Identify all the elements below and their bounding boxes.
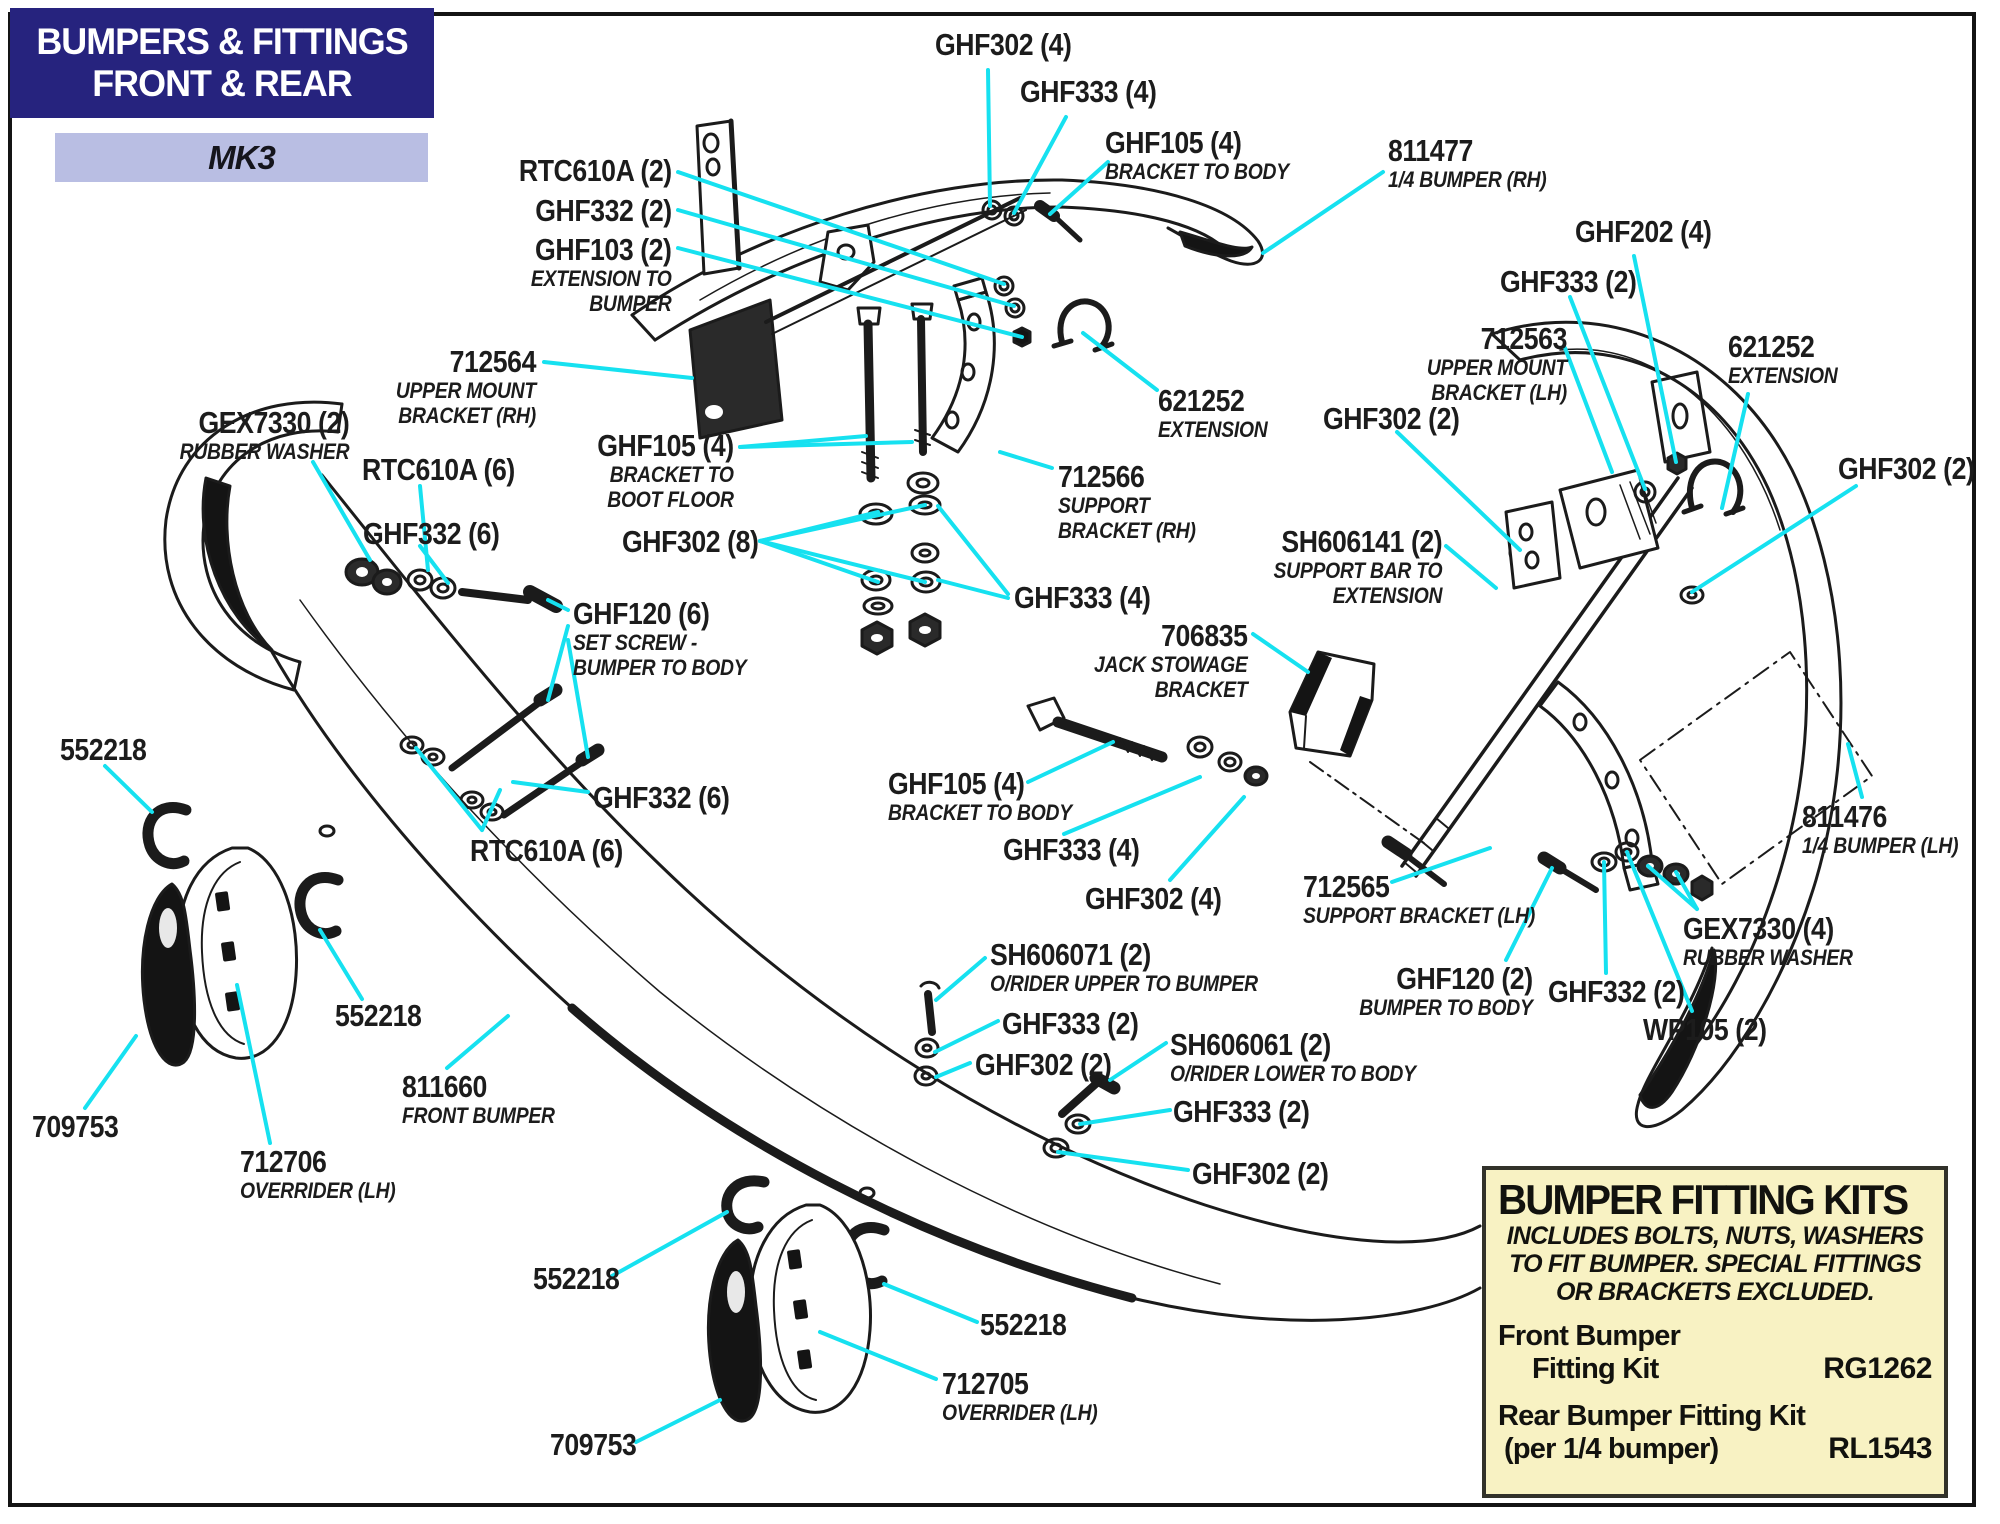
page-title-line2: FRONT & REAR (92, 63, 352, 104)
leader-line-712566 (998, 450, 1054, 470)
leader-line-712705 (818, 1330, 938, 1381)
leader-line-ghf120-6 (566, 638, 590, 759)
leader-line-621252-r (1720, 392, 1750, 510)
kit-item-1: Rear Bumper Fitting Kit(per 1/4 bumper) R… (1498, 1400, 1932, 1466)
leader-line-ghf105-4-top (1048, 160, 1110, 216)
leader-line-ghf105-4-boot (738, 440, 914, 449)
leader-line-ghf333-4-body (1062, 775, 1202, 836)
leader-line-wp105-2 (1625, 850, 1694, 1013)
leader-line-ghf302-2-fr (1690, 484, 1858, 594)
model-badge: MK3 (55, 133, 428, 182)
leader-line-712563 (1563, 346, 1614, 474)
leader-line-811660 (445, 1014, 510, 1070)
leader-line-712564 (542, 360, 694, 380)
kit-code: RL1543 (1828, 1432, 1932, 1465)
leader-line-ghf333-4-mid (936, 504, 1010, 596)
overrider-fixings-drawing (913, 980, 1121, 1159)
kit-name: Rear Bumper Fitting Kit(per 1/4 bumper) (1498, 1400, 1806, 1465)
bracket-to-body-bolt-drawing (1026, 696, 1269, 787)
leader-line-552218-d (882, 1282, 979, 1324)
leader-line-ghf302-2-mt (1395, 430, 1522, 552)
leader-line-sh606141 (1444, 544, 1498, 590)
leader-line-ghf302-2-o1 (934, 1061, 972, 1079)
leader-line-ghf302-4-top (986, 68, 992, 208)
leader-line-ghf332-2-ext (676, 208, 1016, 308)
model-label: MK3 (208, 138, 276, 176)
leader-line-ghf333-2-r (1568, 295, 1647, 491)
quarter-bumper-rh-drawing (630, 118, 1264, 342)
leader-line-ghf105-4-body (1026, 740, 1115, 784)
kits-panel-title: BUMPER FITTING KITS (1498, 1176, 1909, 1223)
overrider-left-drawing (140, 846, 299, 1067)
leader-lines (83, 68, 1864, 1444)
leader-line-ghf333-4-top (1012, 115, 1068, 215)
leader-line-709753-b (634, 1398, 722, 1444)
leader-line-552218-b (318, 928, 364, 1001)
leader-line-ghf302-2-o2 (1056, 1150, 1190, 1172)
leader-line-712706 (235, 983, 272, 1145)
leader-line-sh606061 (1108, 1041, 1168, 1082)
leader-line-811477 (1261, 170, 1385, 255)
kits-note-line2: TO FIT BUMPER. SPECIAL FITTINGS (1509, 1250, 1922, 1278)
leader-line-ghf120-6 (546, 598, 570, 612)
kits-note-line1: INCLUDES BOLTS, NUTS, WASHERS (1506, 1222, 1924, 1250)
leader-line-ghf332-2-r2 (1602, 860, 1608, 975)
leader-line-811476 (1846, 742, 1864, 799)
leader-line-ghf302-4-body (1168, 795, 1246, 882)
jack-stowage-bracket-drawing (1288, 650, 1429, 847)
page-title: BUMPERS & FITTINGS FRONT & REAR (10, 8, 434, 118)
overrider-centre-drawing (706, 1203, 873, 1423)
leader-line-621252-c (1081, 331, 1159, 392)
bumper-fitting-kits-panel: BUMPER FITTING KITS INCLUDES BOLTS, NUTS… (1482, 1166, 1948, 1498)
leader-line-552218-c (610, 1210, 729, 1278)
leader-line-gex7330-4 (1674, 870, 1699, 911)
kits-note-line3: OR BRACKETS EXCLUDED. (1556, 1278, 1875, 1306)
leader-line-sh606071 (934, 956, 987, 1002)
leader-line-ghf332-6-l (511, 780, 590, 794)
leader-line-gex7330-2 (311, 460, 372, 562)
leader-line-712565 (1390, 846, 1492, 884)
leader-line-ghf302-8 (758, 539, 927, 584)
leader-line-rtc610a-6-l (480, 788, 502, 832)
leader-line-ghf120-6 (546, 624, 570, 702)
leader-line-ghf333-2-o1 (933, 1019, 1000, 1054)
leader-line-rtc610a-2 (676, 170, 1006, 286)
body-panel-dashed-outline (1639, 651, 1873, 885)
leader-line-ghf202-4-r (1632, 254, 1678, 464)
bumper-set-screw-hardware-drawing (344, 557, 605, 822)
leader-line-706835 (1251, 632, 1310, 674)
leader-line-rtc610a-6-l (414, 746, 484, 832)
quarter-bumper-lh-drawing (1490, 320, 1843, 1128)
leader-line-ghf302-8 (758, 503, 927, 543)
leader-line-ghf333-2-o2 (1078, 1108, 1172, 1126)
page-border (8, 12, 1976, 1507)
kit-code: RG1262 (1823, 1352, 1932, 1385)
leader-line-709753-a (83, 1034, 138, 1110)
leader-line-ghf333-4-mid (936, 578, 1010, 600)
leader-line-ghf103-2 (676, 246, 1024, 339)
leader-line-gex7330-4 (1646, 864, 1699, 911)
leader-line-ghf120-2 (1504, 866, 1554, 962)
page-title-line1: BUMPERS & FITTINGS (36, 21, 408, 62)
leader-line-552218-a (103, 764, 154, 814)
leader-line-ghf332-6-u (418, 544, 450, 585)
